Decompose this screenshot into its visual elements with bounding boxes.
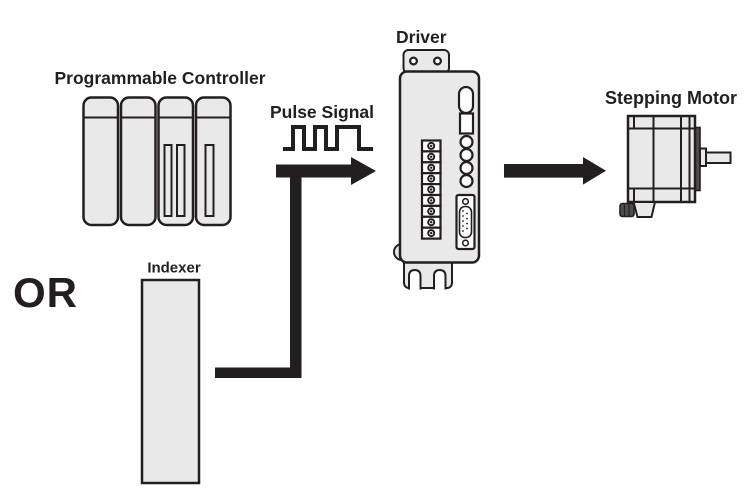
motor-cable-cap bbox=[619, 202, 635, 218]
indexer-label: Indexer bbox=[147, 260, 201, 277]
terminal-screw-dot bbox=[430, 221, 433, 224]
terminal-screw-dot bbox=[430, 155, 433, 158]
terminal-screw-dot bbox=[430, 199, 433, 202]
square-wave-icon bbox=[283, 125, 373, 151]
pulse-signal-label: Pulse Signal bbox=[270, 102, 374, 122]
terminal-screw bbox=[427, 174, 436, 183]
dsub-pin bbox=[462, 220, 464, 222]
or-label: OR bbox=[13, 269, 78, 316]
dsub-connector bbox=[455, 193, 476, 251]
terminal-screw bbox=[427, 218, 436, 227]
dsub-pin bbox=[462, 210, 464, 212]
driver-dial bbox=[459, 173, 474, 189]
driver-dial bbox=[459, 160, 474, 176]
indexer-graphic bbox=[140, 278, 201, 485]
dsub-pin bbox=[462, 230, 464, 232]
dsub-pin bbox=[466, 222, 468, 225]
dsub-screw-hole bbox=[461, 239, 470, 247]
indexer-branch-horizontal-line bbox=[215, 367, 302, 378]
arrow-to-motor bbox=[504, 157, 606, 185]
plc-slot bbox=[176, 144, 186, 217]
terminal-screw bbox=[427, 207, 436, 216]
indexer-branch-vertical-line bbox=[290, 170, 302, 378]
driver-dial bbox=[459, 134, 474, 150]
pulse-signal-graphic bbox=[283, 125, 373, 151]
dsub-shell bbox=[458, 205, 473, 239]
programmable-controller-graphic bbox=[82, 96, 232, 227]
terminal-screw-dot bbox=[430, 144, 433, 148]
plc-module bbox=[82, 96, 120, 227]
terminal-screw bbox=[427, 141, 436, 150]
mounting-hole-icon bbox=[409, 56, 419, 66]
arrow-to-driver bbox=[276, 157, 376, 185]
terminal-screw bbox=[427, 196, 436, 205]
stepping-motor-label: Stepping Motor bbox=[605, 88, 737, 108]
indexer-box bbox=[140, 278, 201, 485]
driver-label: Driver bbox=[396, 27, 447, 47]
stepping-motor-graphic bbox=[619, 114, 732, 218]
mount-slot-cutout bbox=[433, 268, 447, 290]
dsub-pin bbox=[466, 227, 468, 230]
driver-dial bbox=[459, 147, 474, 163]
terminal-screw bbox=[427, 229, 436, 238]
terminal-screw-dot bbox=[430, 231, 433, 235]
motor-shaft bbox=[705, 151, 732, 164]
motor-connector bbox=[632, 201, 657, 218]
terminal-screw-dot bbox=[430, 210, 433, 213]
dsub-pin bbox=[462, 225, 464, 227]
driver-switch bbox=[458, 112, 475, 135]
plc-slot bbox=[163, 144, 173, 217]
signal-path bbox=[215, 157, 376, 378]
dsub-pin bbox=[466, 217, 468, 220]
plc-module bbox=[119, 96, 157, 227]
terminal-screw bbox=[427, 163, 436, 172]
dsub-screw-hole bbox=[461, 197, 470, 206]
dsub-pin bbox=[466, 212, 468, 215]
driver-graphic bbox=[393, 49, 481, 290]
terminal-screw-dot bbox=[430, 166, 433, 169]
terminal-screw-dot bbox=[430, 177, 433, 180]
terminal-block-column bbox=[420, 139, 442, 240]
terminal-screw bbox=[427, 185, 436, 194]
terminal-screw bbox=[427, 152, 436, 161]
mounting-hole-icon bbox=[433, 56, 443, 66]
driver-led-window bbox=[457, 85, 475, 115]
mount-slot-cutout bbox=[408, 268, 422, 290]
dsub-pin bbox=[462, 215, 464, 217]
programmable-controller-label: Programmable Controller bbox=[54, 68, 265, 88]
plc-slot bbox=[204, 144, 215, 217]
terminal-screw-dot bbox=[430, 188, 433, 191]
